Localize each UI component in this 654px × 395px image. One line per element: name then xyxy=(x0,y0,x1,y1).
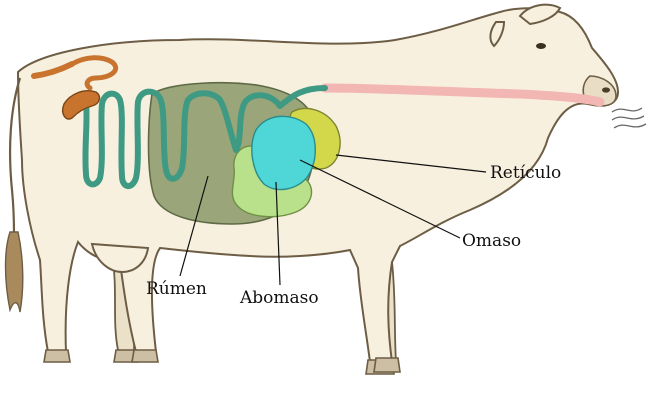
cow-hoof-3 xyxy=(132,350,158,362)
label-rumen: Rúmen xyxy=(146,279,207,299)
omaso-organ xyxy=(252,116,315,189)
label-abomaso: Abomaso xyxy=(239,288,319,308)
cow-tail-tuft xyxy=(6,232,23,312)
cow-hoof-1 xyxy=(44,350,70,362)
cow-nostril xyxy=(602,87,610,92)
breath-line-2 xyxy=(612,116,644,120)
cow-hoof-5 xyxy=(374,358,400,372)
breath-line-3 xyxy=(614,124,646,128)
label-omaso: Omaso xyxy=(462,231,521,251)
label-reticulo: Retículo xyxy=(490,163,561,183)
cow-eye xyxy=(536,43,546,49)
breath-line-1 xyxy=(612,108,642,112)
